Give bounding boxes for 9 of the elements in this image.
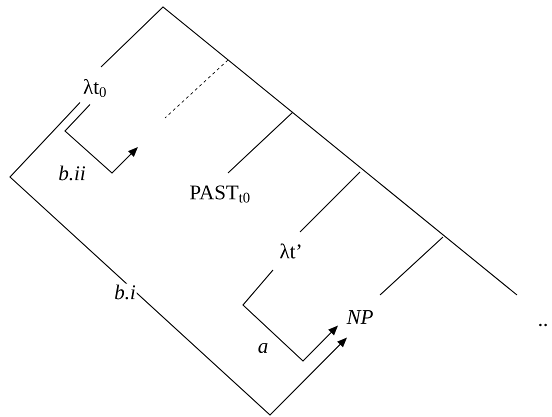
tree-label: PAST$_{t0}$ <box>190 185 250 203</box>
edge-label: a <box>256 342 270 354</box>
binding-arrow <box>64 104 138 174</box>
tree-label: NP <box>346 310 373 324</box>
tree-label: λt’ <box>280 244 300 258</box>
tree-label: λt$_{0}$ <box>84 79 106 97</box>
edge-label: b.i <box>113 284 137 300</box>
ellipsis-label: .. <box>539 324 547 326</box>
edge-label: b.ii <box>57 164 87 182</box>
